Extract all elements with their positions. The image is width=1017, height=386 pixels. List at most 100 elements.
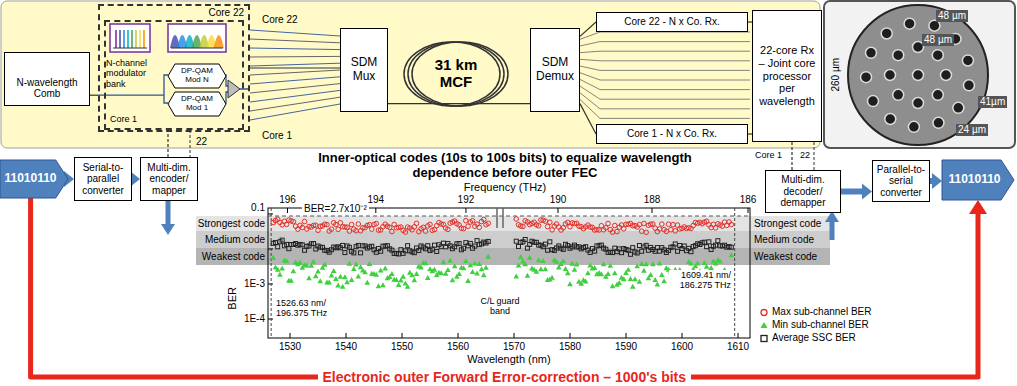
connector	[250, 68, 340, 69]
hexagon-outline	[168, 92, 226, 116]
min-ber-marker	[353, 261, 359, 266]
min-ber-marker	[364, 280, 370, 285]
max-ber-marker	[334, 222, 339, 227]
spectrum-line	[135, 30, 137, 48]
connector	[168, 130, 169, 157]
min-ber-marker	[356, 274, 362, 279]
receiver-line	[578, 59, 750, 61]
code-select-arrowhead	[161, 224, 175, 235]
modulator-hexagon: DP-QAM Mod N	[168, 64, 226, 88]
legend-text: Average SSC BER	[772, 332, 856, 344]
max-ber-marker	[615, 229, 620, 234]
tick-label: 1610	[727, 341, 749, 353]
min-ber-marker	[380, 282, 386, 287]
max-ber-marker	[464, 218, 469, 223]
tick-label: 1580	[559, 341, 581, 353]
average-ber-marker	[406, 244, 410, 248]
tick-label: 0.1	[251, 202, 265, 214]
max-ber-marker	[284, 222, 289, 227]
max-ber-marker	[347, 229, 352, 234]
converter-box: Parallel-to-serial converter	[872, 160, 930, 202]
fiber-photo-frame	[824, 1, 1015, 148]
fan-in-line	[250, 48, 340, 50]
min-ber-marker	[695, 260, 701, 265]
max-ber-marker	[660, 222, 665, 227]
average-ber-marker	[359, 251, 363, 255]
decoder-box: Multi-dim. decoder/ demapper	[765, 170, 841, 213]
max-ber-marker	[543, 219, 548, 224]
tick-label: 190	[550, 194, 567, 206]
min-ber-marker	[270, 255, 276, 260]
average-ber-marker	[631, 246, 635, 250]
core-label: Core 1	[262, 130, 292, 142]
min-ber-marker	[549, 275, 555, 280]
min-ber-marker	[522, 261, 528, 266]
min-ber-marker	[657, 260, 663, 265]
joint-processor-box: 22-core Rx – Joint core processor per wa…	[752, 10, 822, 142]
min-ber-marker	[525, 273, 531, 278]
min-ber-marker	[585, 270, 591, 275]
min-ber-marker	[342, 274, 348, 279]
average-ber-marker	[626, 248, 630, 252]
min-ber-marker	[572, 267, 578, 272]
spectrum-axis	[171, 48, 223, 49]
spectrum-box	[110, 24, 150, 52]
fan-in-line	[250, 39, 340, 43]
arrowhead	[862, 184, 872, 200]
min-ber-marker	[284, 258, 290, 263]
min-ber-marker	[538, 266, 544, 271]
tick-label: 1560	[447, 341, 469, 353]
spectrum-line	[139, 30, 141, 48]
average-ber-marker	[462, 246, 466, 250]
min-ber-marker	[688, 260, 694, 265]
code-strength-label: Strongest code	[754, 218, 821, 230]
receiver-line	[578, 51, 750, 53]
max-ber-marker	[642, 221, 647, 226]
min-ber-marker	[461, 265, 467, 270]
arrow-outline	[0, 160, 68, 198]
tick-label: 1E-4	[244, 313, 265, 325]
min-ber-marker	[349, 277, 355, 282]
connector-line	[580, 104, 596, 134]
optical-line	[224, 75, 250, 103]
max-ber-marker	[367, 222, 372, 227]
max-ber-marker	[414, 221, 419, 226]
average-ber-marker	[356, 243, 360, 247]
max-ber-marker	[673, 229, 678, 234]
min-ber-marker	[338, 274, 344, 279]
max-ber-marker	[514, 217, 519, 222]
average-ber-marker	[435, 249, 439, 253]
tick-label: 1530	[279, 341, 301, 353]
fiber-core	[953, 102, 964, 113]
legend-text: Min sub-channel BER	[772, 319, 869, 331]
legend-marker	[761, 322, 768, 328]
receiver-line	[578, 91, 750, 109]
tick-mark	[268, 319, 273, 320]
min-ber-marker	[472, 260, 478, 265]
average-ber-marker	[640, 249, 644, 253]
min-ber-marker	[405, 284, 411, 289]
receiver-line	[578, 78, 750, 89]
code-strength-label: Medium code	[205, 234, 265, 246]
min-ber-marker	[625, 267, 631, 272]
average-ber-marker	[588, 250, 592, 254]
average-ber-marker	[637, 243, 641, 247]
min-ber-marker	[362, 269, 368, 274]
average-ber-marker	[287, 247, 291, 251]
tick-label: 1600	[671, 341, 693, 353]
max-ber-marker	[336, 227, 341, 232]
connector-line	[388, 103, 530, 104]
average-ber-marker	[379, 249, 383, 253]
arrowhead	[932, 173, 942, 189]
min-ber-marker	[479, 266, 485, 271]
min-ber-marker	[569, 261, 575, 266]
average-ber-marker	[280, 238, 284, 242]
tick-mark	[514, 333, 515, 338]
min-ber-marker	[468, 262, 474, 267]
receiver-box: Core 1 - N x Co. Rx.	[596, 124, 748, 144]
average-ber-marker	[628, 252, 632, 256]
fiber-core	[929, 20, 940, 31]
min-ber-marker	[513, 274, 519, 279]
code-strength-label: Weakest code	[202, 251, 265, 263]
min-ber-marker	[447, 258, 453, 263]
